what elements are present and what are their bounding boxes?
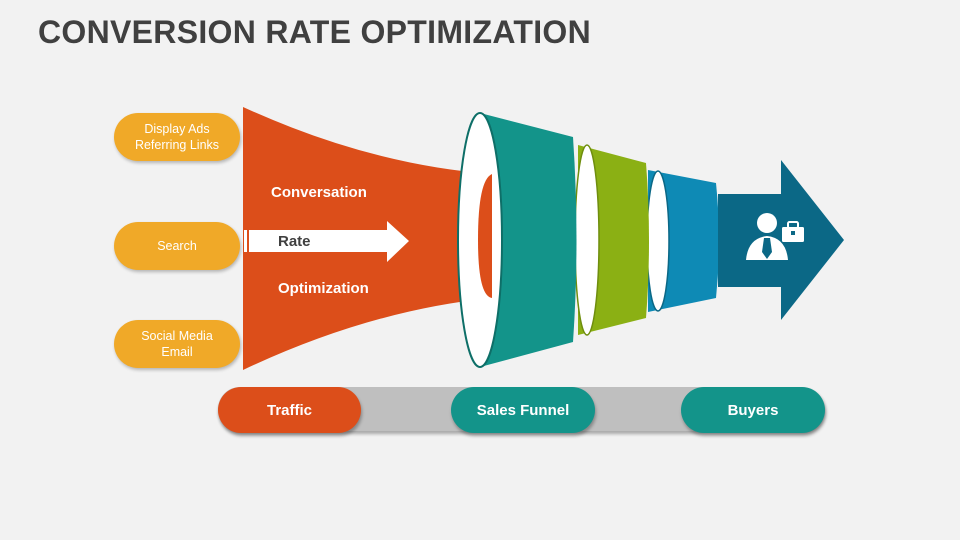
source-pill-search: Search <box>114 222 240 270</box>
stage-2-funnel-shape <box>457 112 577 368</box>
source-pill-display-ads: Display Ads Referring Links <box>114 113 240 161</box>
stage-label: Traffic <box>266 401 312 419</box>
funnel-line-1: Conversation <box>271 184 367 201</box>
stage-buyers: Buyers <box>681 387 825 433</box>
stage-sales-funnel: Sales Funnel <box>451 387 595 433</box>
stage-label: Buyers <box>727 401 779 419</box>
funnel-line-2: Rate <box>278 233 311 250</box>
stage-label: Sales Funnel <box>476 401 570 419</box>
page-title: CONVERSION RATE OPTIMIZATION <box>38 14 591 50</box>
stage-4-funnel-shape <box>646 170 719 312</box>
stage-traffic: Traffic <box>218 387 361 433</box>
source-label: Social Media Email <box>141 329 213 359</box>
source-label: Search <box>157 239 197 253</box>
buyers-arrow-shape <box>718 160 844 320</box>
rate-arrow-icon <box>244 221 409 262</box>
businessman-briefcase-icon <box>746 213 804 260</box>
stage-3-funnel-shape <box>574 144 649 336</box>
source-pill-social-media: Social Media Email <box>114 320 240 368</box>
funnel-line-3: Optimization <box>278 280 369 297</box>
source-label: Display Ads Referring Links <box>134 122 220 152</box>
